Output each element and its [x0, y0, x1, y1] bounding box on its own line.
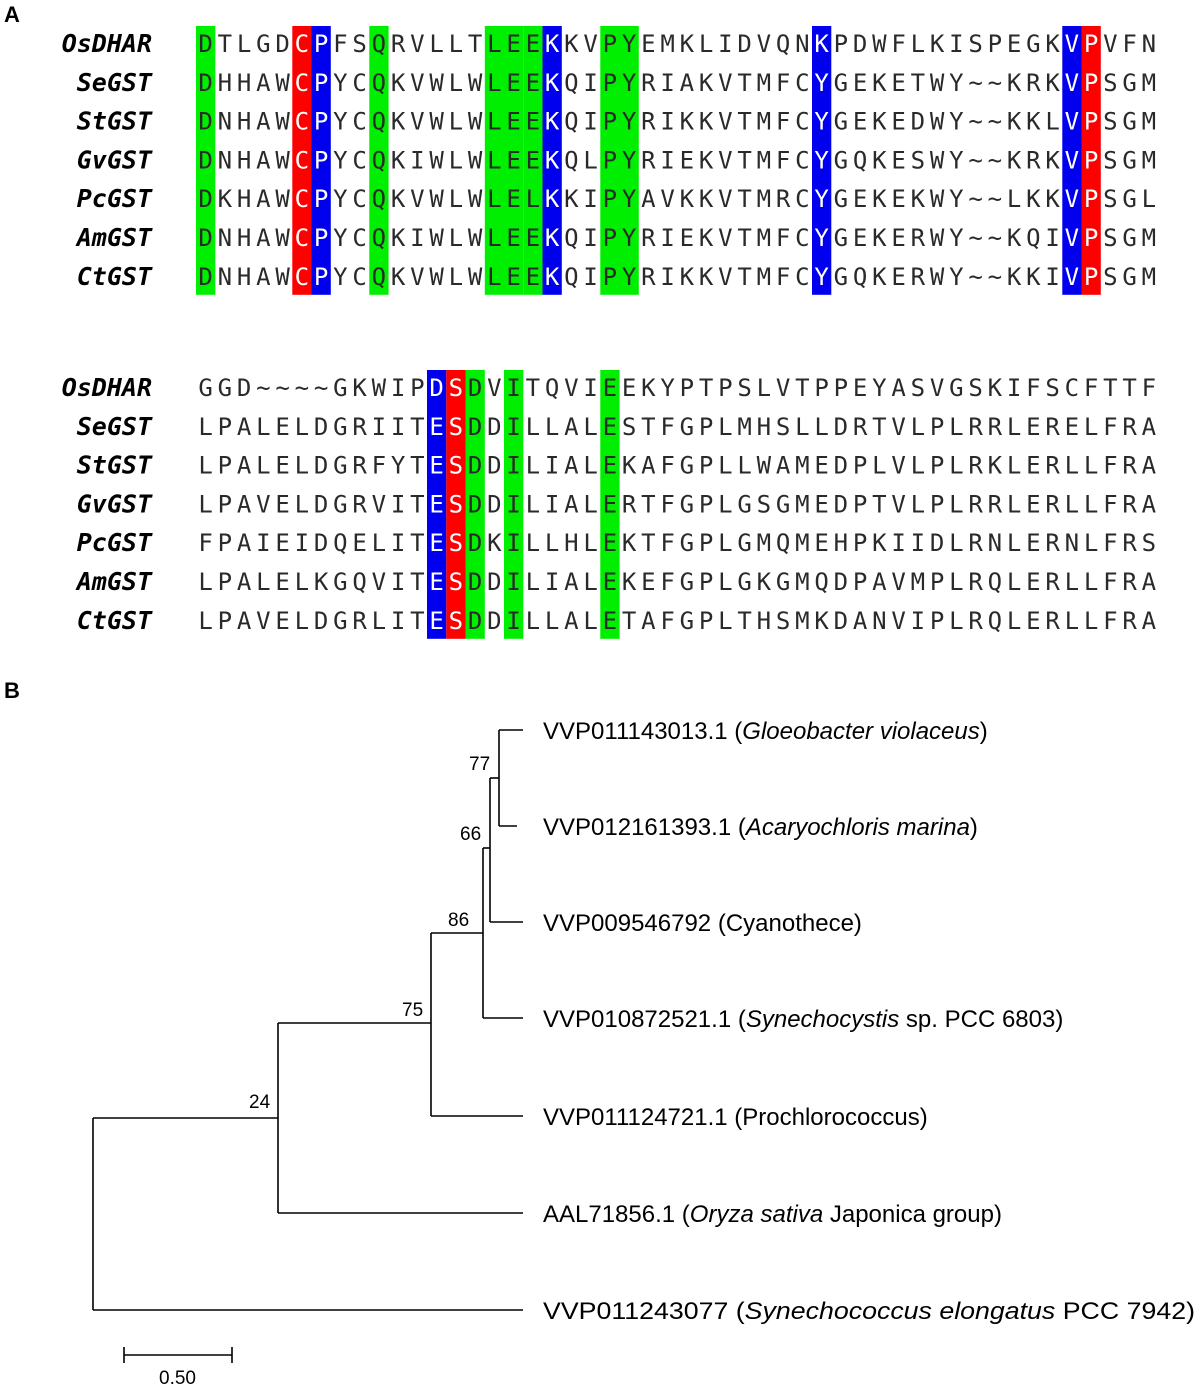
highlight-column-green: [504, 26, 524, 295]
sequence-name: StGST: [77, 107, 153, 136]
sequence-name: GvGST: [77, 489, 153, 518]
highlight-column-blue: [427, 370, 447, 639]
bootstrap-value: 86: [448, 910, 469, 931]
sequence-name: OsDHAR: [62, 29, 152, 58]
bootstrap-value: 24: [249, 1092, 271, 1113]
leaf-label-synechocystis: VVP010872521.1 (Synechocystis sp. PCC 68…: [543, 1006, 1063, 1033]
sequence-name: StGST: [77, 451, 153, 480]
scale-bar: 0.50: [123, 1347, 233, 1389]
leaf-label-cyanothece: VVP009546792 (Cyanothece): [543, 910, 862, 937]
leaf-label-gloeobacter: VVP011143013.1 (Gloeobacter violaceus): [543, 718, 988, 745]
bootstrap-value: 77: [469, 754, 490, 775]
sequence-name: AmGST: [75, 567, 153, 596]
sequence-name: CtGST: [77, 262, 153, 291]
bootstrap-value: 75: [402, 1000, 423, 1021]
sequence-name: SeGST: [77, 68, 153, 97]
highlight-column-red: [292, 26, 312, 295]
highlight-column-blue: [311, 26, 331, 295]
sequence-name: PcGST: [77, 528, 153, 557]
panel-a-letter: A: [4, 2, 20, 27]
sequence-name: PcGST: [77, 184, 153, 213]
highlight-column-red: [446, 370, 466, 639]
tree-branches: [92, 729, 523, 1311]
highlight-column-red: [1081, 26, 1101, 295]
leaf-label-synechococcus: VVP011243077 (Synechococcus elongatus PC…: [543, 1298, 1195, 1325]
bootstrap-value: 66: [460, 824, 481, 845]
highlight-column-green: [600, 26, 620, 295]
leaf-label-oryza: AAL71856.1 (Oryza sativa Japonica group): [543, 1201, 1002, 1228]
scale-bar-label: 0.50: [159, 1368, 196, 1389]
highlight-column-green: [484, 26, 505, 295]
leaf-label-prochlorococcus: VVP011124721.1 (Prochlorococcus): [543, 1104, 928, 1131]
sequence-name: OsDHAR: [62, 373, 152, 402]
highlight-column-green: [465, 370, 485, 639]
phylogenetic-tree: 77 66 86 75 24 VVP011143013.1 (Gloeobact…: [92, 718, 1195, 1389]
highlight-column-blue: [1062, 26, 1082, 295]
highlight-column-green: [196, 26, 216, 295]
highlight-column-green: [369, 26, 389, 295]
highlight-column-green: [600, 370, 620, 639]
highlight-column-green: [504, 370, 524, 639]
highlight-column-green: [523, 26, 543, 295]
sequence-name: AmGST: [75, 223, 153, 252]
sequence-name: SeGST: [77, 412, 153, 441]
sequence-name: CtGST: [77, 606, 153, 635]
highlight-column-green: [619, 26, 639, 295]
panel-b-letter: B: [4, 678, 20, 703]
highlight-column-blue: [542, 26, 562, 295]
leaf-label-acaryochloris: VVP012161393.1 (Acaryochloris marina): [543, 814, 978, 841]
sequence-name: GvGST: [77, 145, 153, 174]
highlight-column-blue: [812, 26, 832, 295]
